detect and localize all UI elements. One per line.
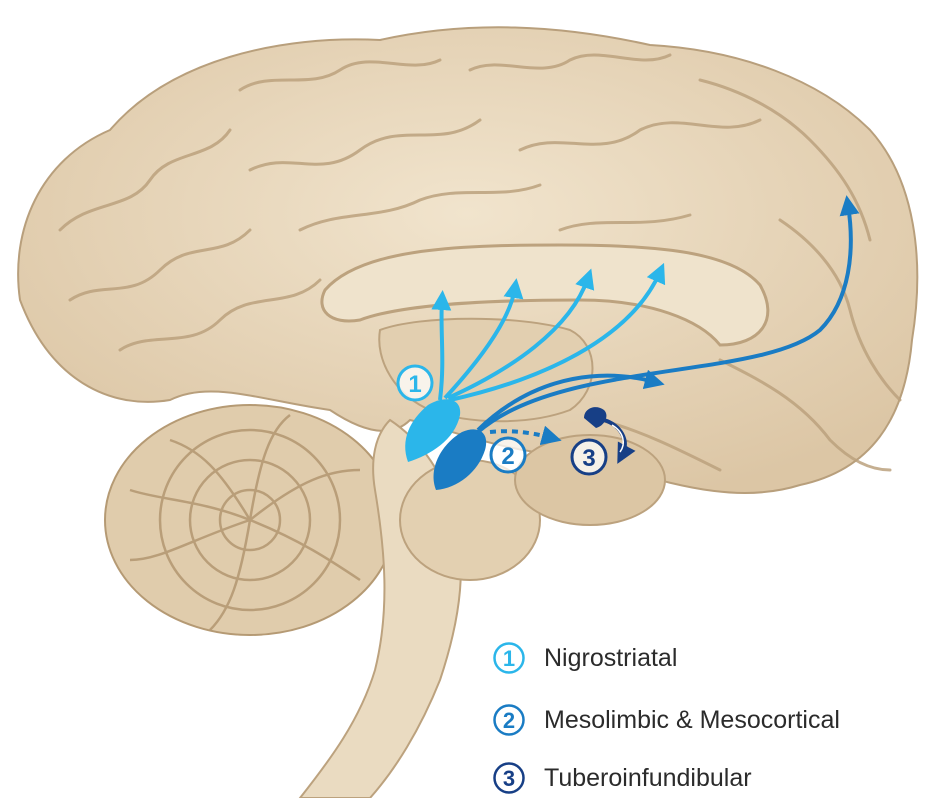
legend-number-1: 1 [492,641,526,675]
legend-label-tuberoinfundibular: Tuberoinfundibular [544,764,752,793]
svg-text:3: 3 [582,445,595,472]
legend-item-mesolimbic: 2 Mesolimbic & Mesocortical [492,700,840,740]
legend-number-2: 2 [492,703,526,737]
legend-item-tuberoinfundibular: 3 Tuberoinfundibular [492,758,752,798]
legend-item-nigrostriatal: 1 Nigrostriatal [492,638,677,678]
svg-text:3: 3 [503,766,515,791]
marker-3: 3 [572,440,606,474]
nigrostriatal-arrow-1 [440,300,442,400]
legend-label-mesolimbic: Mesolimbic & Mesocortical [544,706,840,735]
svg-text:2: 2 [501,443,514,470]
svg-text:1: 1 [408,371,421,398]
marker-1: 1 [398,366,432,400]
marker-2: 2 [491,438,525,472]
legend-label-nigrostriatal: Nigrostriatal [544,644,677,673]
svg-text:2: 2 [503,708,515,733]
svg-text:1: 1 [503,646,515,671]
legend-number-3: 3 [492,761,526,795]
